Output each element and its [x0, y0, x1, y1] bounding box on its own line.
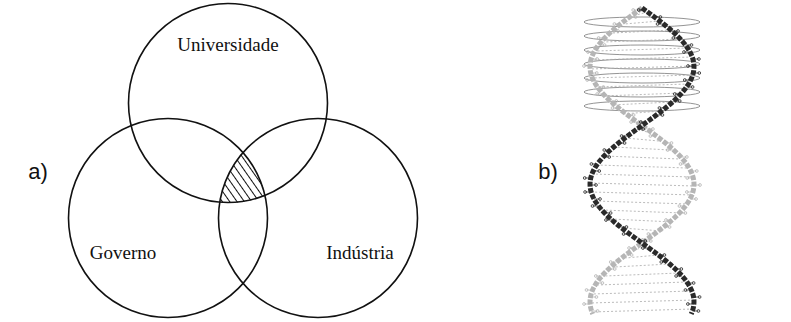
circle-industria: Indústria	[218, 118, 418, 318]
circle-outline	[129, 4, 328, 203]
circle-label: Universidade	[177, 34, 278, 56]
dna-helix	[583, 8, 702, 314]
circle-universidade: Universidade	[128, 3, 328, 203]
circle-outline	[128, 3, 328, 203]
panel-letter: b)	[538, 159, 558, 185]
circle-outline	[218, 118, 418, 318]
panel-letter: a)	[28, 159, 48, 185]
circle-label: Indústria	[326, 242, 394, 264]
circle-outline	[69, 119, 268, 318]
circle-governo: Governo	[68, 118, 268, 318]
circle-label: Governo	[90, 242, 156, 264]
circle-outline	[68, 118, 268, 318]
circle-outline	[219, 119, 418, 318]
